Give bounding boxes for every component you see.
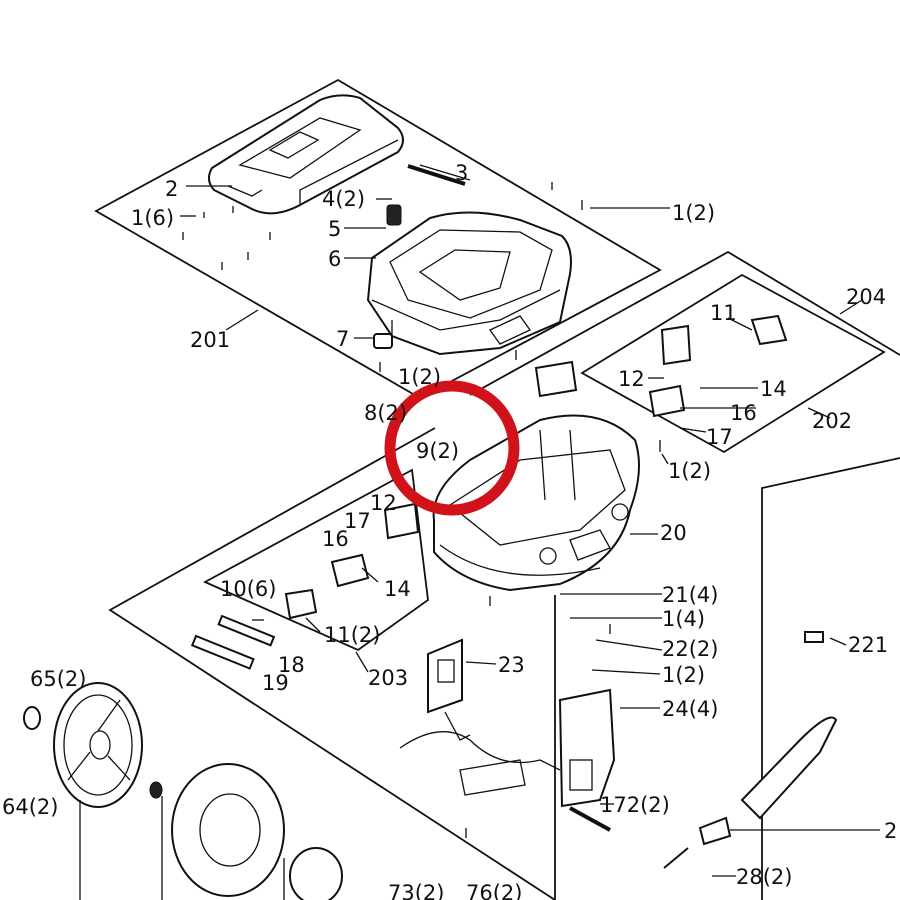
label-10-6: 10(6) bbox=[220, 577, 276, 601]
label-64-2: 64(2) bbox=[2, 795, 58, 819]
label-1-2-top: 1(2) bbox=[672, 201, 715, 225]
connector-block bbox=[459, 759, 526, 796]
wiring-harness bbox=[399, 731, 561, 771]
label-1-2-mid: 1(2) bbox=[398, 365, 441, 389]
group-frame-outline bbox=[108, 427, 556, 900]
part-11-switch bbox=[750, 314, 788, 346]
part-14-plate bbox=[330, 553, 370, 588]
label-1-4: 1(4) bbox=[662, 607, 705, 631]
part-8-module bbox=[534, 360, 578, 398]
label-2-edge: 2 bbox=[884, 819, 897, 843]
label-3: 3 bbox=[455, 161, 468, 185]
main-chassis-part bbox=[432, 414, 640, 592]
label-17-right: 17 bbox=[706, 425, 733, 449]
label-221: 221 bbox=[848, 633, 888, 657]
part-12-right-block bbox=[660, 324, 692, 366]
highlight-circle bbox=[384, 380, 520, 516]
label-65-2: 65(2) bbox=[30, 667, 86, 691]
screws bbox=[182, 182, 661, 838]
label-19: 19 bbox=[262, 671, 289, 695]
label-5: 5 bbox=[328, 217, 341, 241]
wheel-hub-part bbox=[53, 682, 143, 808]
label-16-left: 16 bbox=[322, 527, 349, 551]
top-cover-part bbox=[208, 94, 404, 215]
label-76-2: 76(2) bbox=[466, 881, 522, 900]
circuit-board-part bbox=[558, 688, 616, 832]
label-203: 203 bbox=[368, 666, 408, 690]
upper-housing-part bbox=[366, 211, 572, 356]
label-23: 23 bbox=[498, 653, 525, 677]
group-frame-right bbox=[761, 457, 900, 900]
label-18: 18 bbox=[278, 653, 305, 677]
label-11: 11 bbox=[710, 301, 737, 325]
label-28-2: 28(2) bbox=[736, 865, 792, 889]
part-28-spring bbox=[663, 847, 689, 869]
label-12-right: 12 bbox=[618, 367, 645, 391]
part-11-plate bbox=[284, 588, 318, 620]
label-172-2: 172(2) bbox=[600, 793, 670, 817]
label-14-left: 14 bbox=[384, 577, 411, 601]
label-9-2: 9(2) bbox=[416, 439, 459, 463]
label-1-2-low: 1(2) bbox=[662, 663, 705, 687]
rod-part bbox=[407, 164, 466, 186]
group-203-outline bbox=[202, 468, 429, 652]
label-73-2: 73(2) bbox=[388, 881, 444, 900]
bracket-part-23 bbox=[427, 638, 471, 741]
tire-part bbox=[171, 763, 285, 897]
wheel-ring-part bbox=[289, 847, 343, 900]
label-2: 2 bbox=[165, 177, 178, 201]
part-5-clip bbox=[386, 204, 402, 226]
label-201: 201 bbox=[190, 328, 230, 352]
part-16-right-plate bbox=[648, 384, 686, 418]
label-1-6: 1(6) bbox=[131, 206, 174, 230]
part-18-rail bbox=[217, 614, 276, 647]
label-1-2-right: 1(2) bbox=[668, 459, 711, 483]
part-7-bracket bbox=[373, 333, 393, 349]
part-2-edge-bracket bbox=[698, 816, 732, 846]
label-12-left: 12 bbox=[370, 491, 397, 515]
label-202: 202 bbox=[812, 409, 852, 433]
group-201-outline bbox=[94, 78, 662, 400]
label-6: 6 bbox=[328, 247, 341, 271]
label-14-right: 14 bbox=[760, 377, 787, 401]
part-64-washer bbox=[23, 706, 41, 730]
group-204-outline bbox=[469, 250, 900, 396]
tire-inner bbox=[199, 793, 261, 867]
label-21-4: 21(4) bbox=[662, 583, 718, 607]
label-16-right: 16 bbox=[730, 401, 757, 425]
group-202-outline bbox=[580, 273, 886, 454]
label-4-2: 4(2) bbox=[322, 187, 365, 211]
part-221-clip bbox=[804, 631, 824, 643]
label-17-left: 17 bbox=[344, 509, 371, 533]
label-11-2: 11(2) bbox=[324, 623, 380, 647]
lever-part bbox=[740, 716, 838, 820]
label-204: 204 bbox=[846, 285, 886, 309]
leader-lines bbox=[79, 164, 880, 900]
label-22-2: 22(2) bbox=[662, 637, 718, 661]
label-20: 20 bbox=[660, 521, 687, 545]
part-12-block bbox=[383, 502, 420, 540]
label-24-4: 24(4) bbox=[662, 697, 718, 721]
spacer-part bbox=[149, 781, 163, 799]
label-8-2: 8(2) bbox=[364, 401, 407, 425]
label-7: 7 bbox=[336, 327, 349, 351]
part-19-rail bbox=[190, 634, 255, 670]
